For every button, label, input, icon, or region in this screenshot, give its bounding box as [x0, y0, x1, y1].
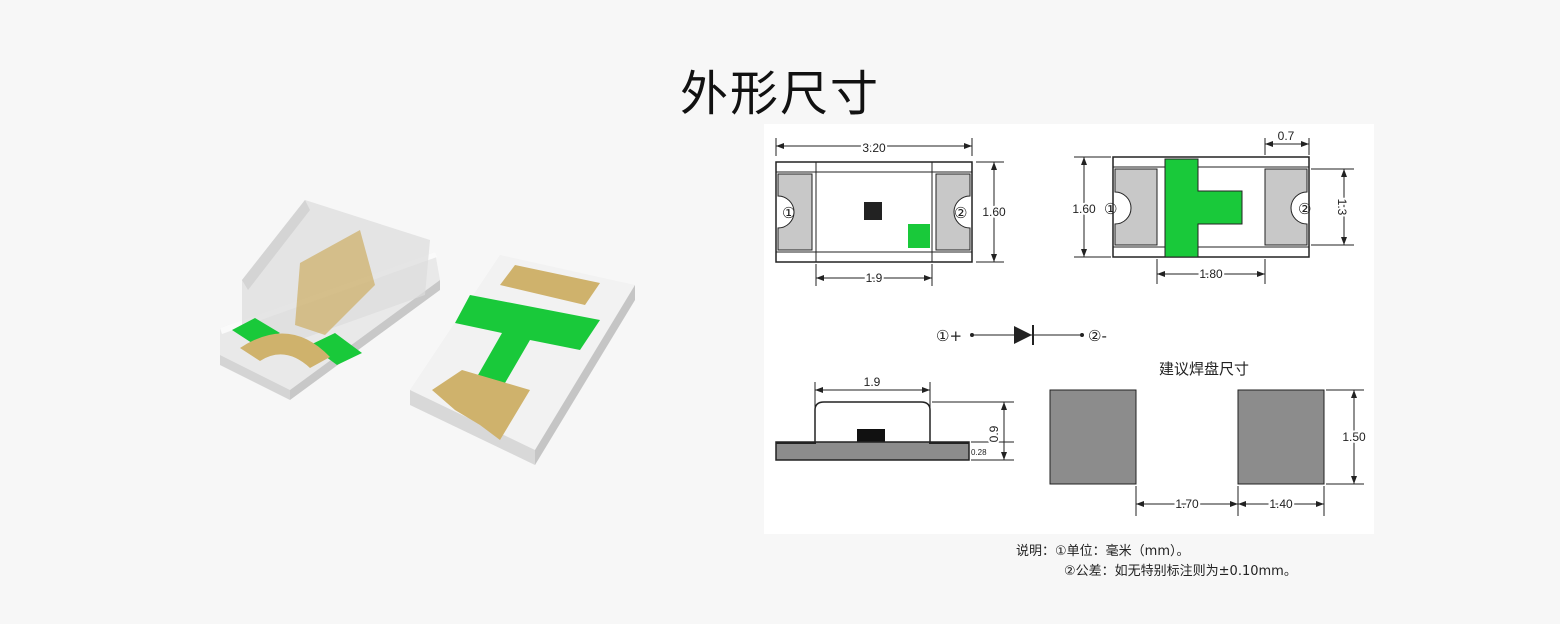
- dimension-drawing: 3.20 ① ② 1.60 1.9 ① ②: [764, 124, 1374, 534]
- pads-title: 建议焊盘尺寸: [1159, 360, 1249, 378]
- dim-bottom-pad-width: 0.7: [1278, 129, 1295, 143]
- note-line-2: ②公差：如无特别标注则为±0.10mm。: [1064, 564, 1297, 579]
- led-front-render: [220, 200, 440, 400]
- symbol-pin2: ②-: [1088, 327, 1107, 345]
- dim-side-base: 0.28: [971, 448, 987, 457]
- dim-side-height: 0.9: [987, 425, 1001, 442]
- dim-top-width: 3.20: [862, 141, 886, 155]
- dim-bottom-height: 1.60: [1072, 202, 1096, 216]
- top-pin1: ①: [782, 204, 795, 222]
- side-view: 1.9 0.9 0.28: [775, 375, 1014, 461]
- dim-pad-gap: 1.70: [1175, 497, 1199, 511]
- diode-symbol: ①+ ②-: [936, 325, 1107, 345]
- bottom-pin1: ①: [1104, 200, 1117, 218]
- dim-pad-width: 1.40: [1269, 497, 1293, 511]
- dim-pad-height: 1.50: [1342, 430, 1366, 444]
- recommended-pads: 建议焊盘尺寸 1.50 1.70 1.40: [1049, 360, 1368, 516]
- dim-bottom-pad-height: 1.3: [1335, 199, 1349, 216]
- notes: 说明：①单位：毫米（mm）。 ②公差：如无特别标注则为±0.10mm。: [1016, 542, 1297, 582]
- led-back-render: [410, 255, 635, 465]
- dim-top-inner: 1.9: [866, 271, 883, 285]
- bottom-pin2: ②: [1298, 200, 1311, 218]
- led-product-render: [220, 200, 635, 465]
- page-title: 外形尺寸: [679, 66, 880, 122]
- top-pin2: ②: [954, 204, 967, 222]
- top-view: 3.20 ① ② 1.60 1.9: [775, 138, 1008, 287]
- dim-side-length: 1.9: [864, 375, 881, 389]
- note-line-1: 说明：①单位：毫米（mm）。: [1016, 544, 1190, 559]
- symbol-pin1: ①+: [936, 327, 962, 345]
- dim-bottom-inner: 1.80: [1199, 267, 1223, 281]
- bottom-view: ① ② 1.60 0.7 1.3 1.80: [1070, 129, 1354, 284]
- dim-top-height: 1.60: [982, 205, 1006, 219]
